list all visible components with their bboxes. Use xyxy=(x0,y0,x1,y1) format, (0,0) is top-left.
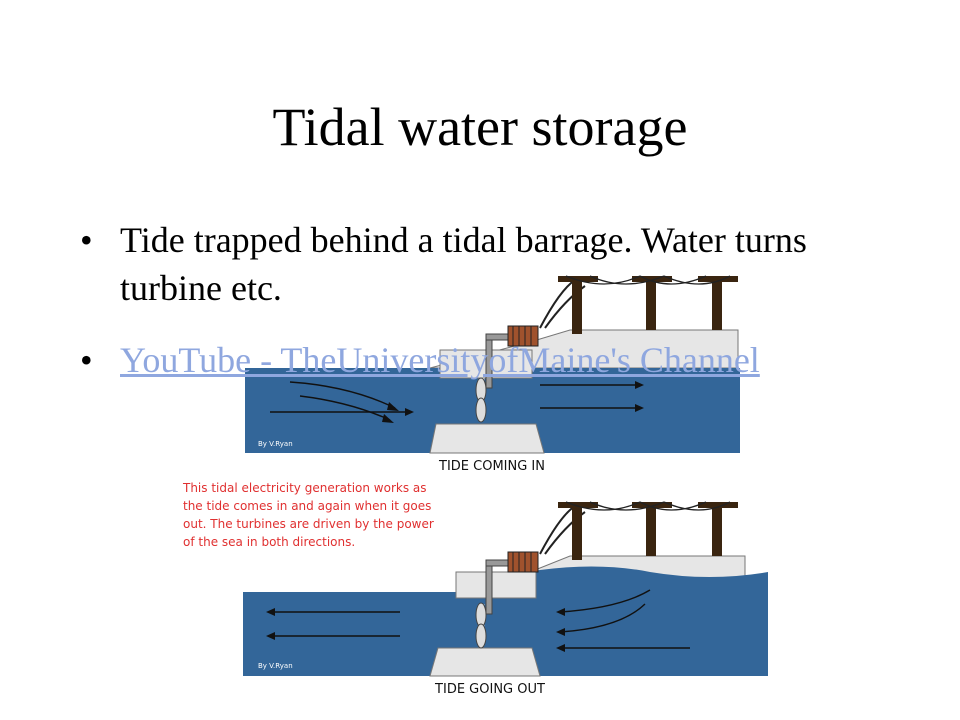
credit-bottom: By V.Ryan xyxy=(258,662,293,670)
note-line: out. The turbines are driven by the powe… xyxy=(183,517,434,531)
youtube-link[interactable]: YouTube - TheUniversityofMaine's Channel xyxy=(120,340,760,380)
bullet-dot: • xyxy=(80,220,93,260)
bullet-dot: • xyxy=(80,340,93,380)
note-line: This tidal electricity generation works … xyxy=(182,481,427,495)
pylon-icon xyxy=(572,508,582,560)
caption-tide-going-out: TIDE GOING OUT xyxy=(434,682,545,697)
tide-going-out-panel: By V.Ryan TIDE GOING OUT xyxy=(243,501,768,697)
bullet-text: Tide trapped behind a tidal barrage. Wat… xyxy=(120,220,807,308)
caption-tide-coming-in: TIDE COMING IN xyxy=(438,459,545,474)
tide-coming-in-panel: By V.Ryan TIDE COMING IN xyxy=(245,275,740,474)
credit-top: By V.Ryan xyxy=(258,440,293,448)
turbine-icon xyxy=(475,602,487,628)
pylon-icon xyxy=(572,282,582,334)
bullet-item: • Tide trapped behind a tidal barrage. W… xyxy=(80,216,870,312)
bullet-list: • Tide trapped behind a tidal barrage. W… xyxy=(80,216,870,384)
note-line: of the sea in both directions. xyxy=(183,535,355,549)
note-line: the tide comes in and again when it goes xyxy=(183,499,431,513)
slide-title: Tidal water storage xyxy=(272,97,688,157)
note-text-block: This tidal electricity generation works … xyxy=(182,481,434,549)
bullet-item: • YouTube - TheUniversityofMaine's Chann… xyxy=(80,336,870,384)
